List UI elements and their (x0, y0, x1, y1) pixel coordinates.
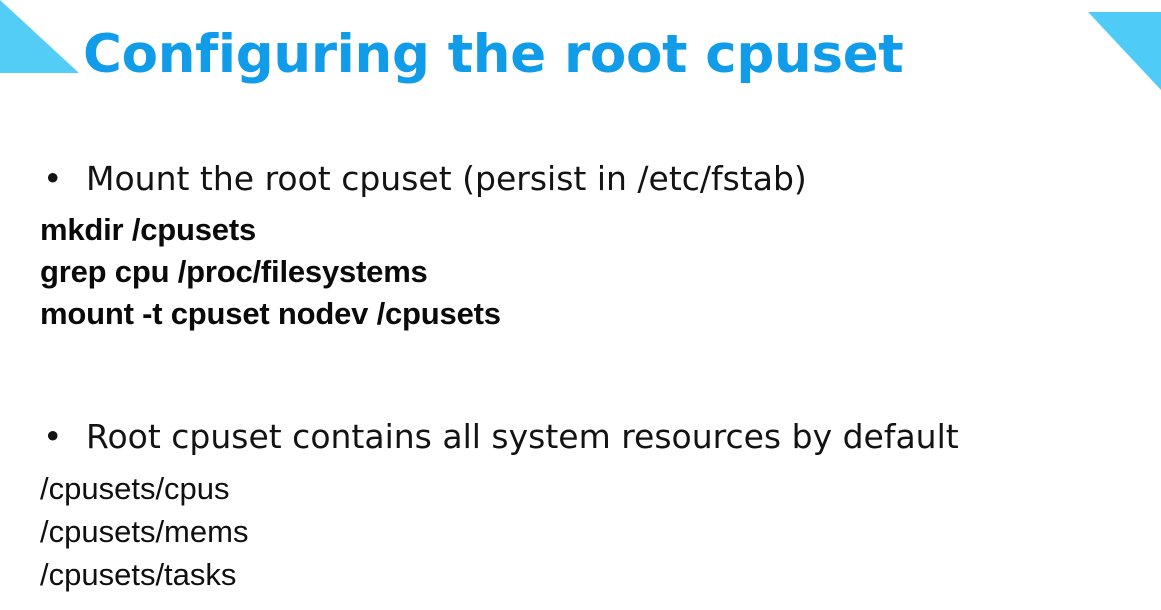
bullet-dot-icon: • (43, 159, 63, 198)
command-line-grep: grep cpu /proc/filesystems (40, 254, 428, 289)
bullet-item-mount-root-cpuset: • Mount the root cpuset (persist in /etc… (40, 155, 1155, 203)
path-line-mems: /cpusets/mems (40, 514, 249, 549)
bullet-text: Root cpuset contains all system resource… (86, 417, 959, 456)
bullet-dot-icon: • (43, 417, 63, 456)
command-line-mkdir: mkdir /cpusets (40, 212, 257, 247)
content-section-mount: • Mount the root cpuset (persist in /etc… (40, 155, 1155, 335)
slide-title: Configuring the root cpuset (83, 24, 904, 85)
path-line-tasks: /cpusets/tasks (40, 557, 237, 592)
path-line-cpus: /cpusets/cpus (40, 471, 230, 506)
corner-decoration-top-right (1088, 12, 1161, 90)
bullet-text: Mount the root cpuset (persist in /etc/f… (86, 159, 807, 198)
content-section-root-resources: • Root cpuset contains all system resour… (40, 413, 1155, 596)
command-line-mount: mount -t cpuset nodev /cpusets (40, 296, 501, 331)
corner-decoration-top-left (0, 0, 79, 73)
bullet-item-root-cpuset-resources: • Root cpuset contains all system resour… (40, 413, 1155, 461)
